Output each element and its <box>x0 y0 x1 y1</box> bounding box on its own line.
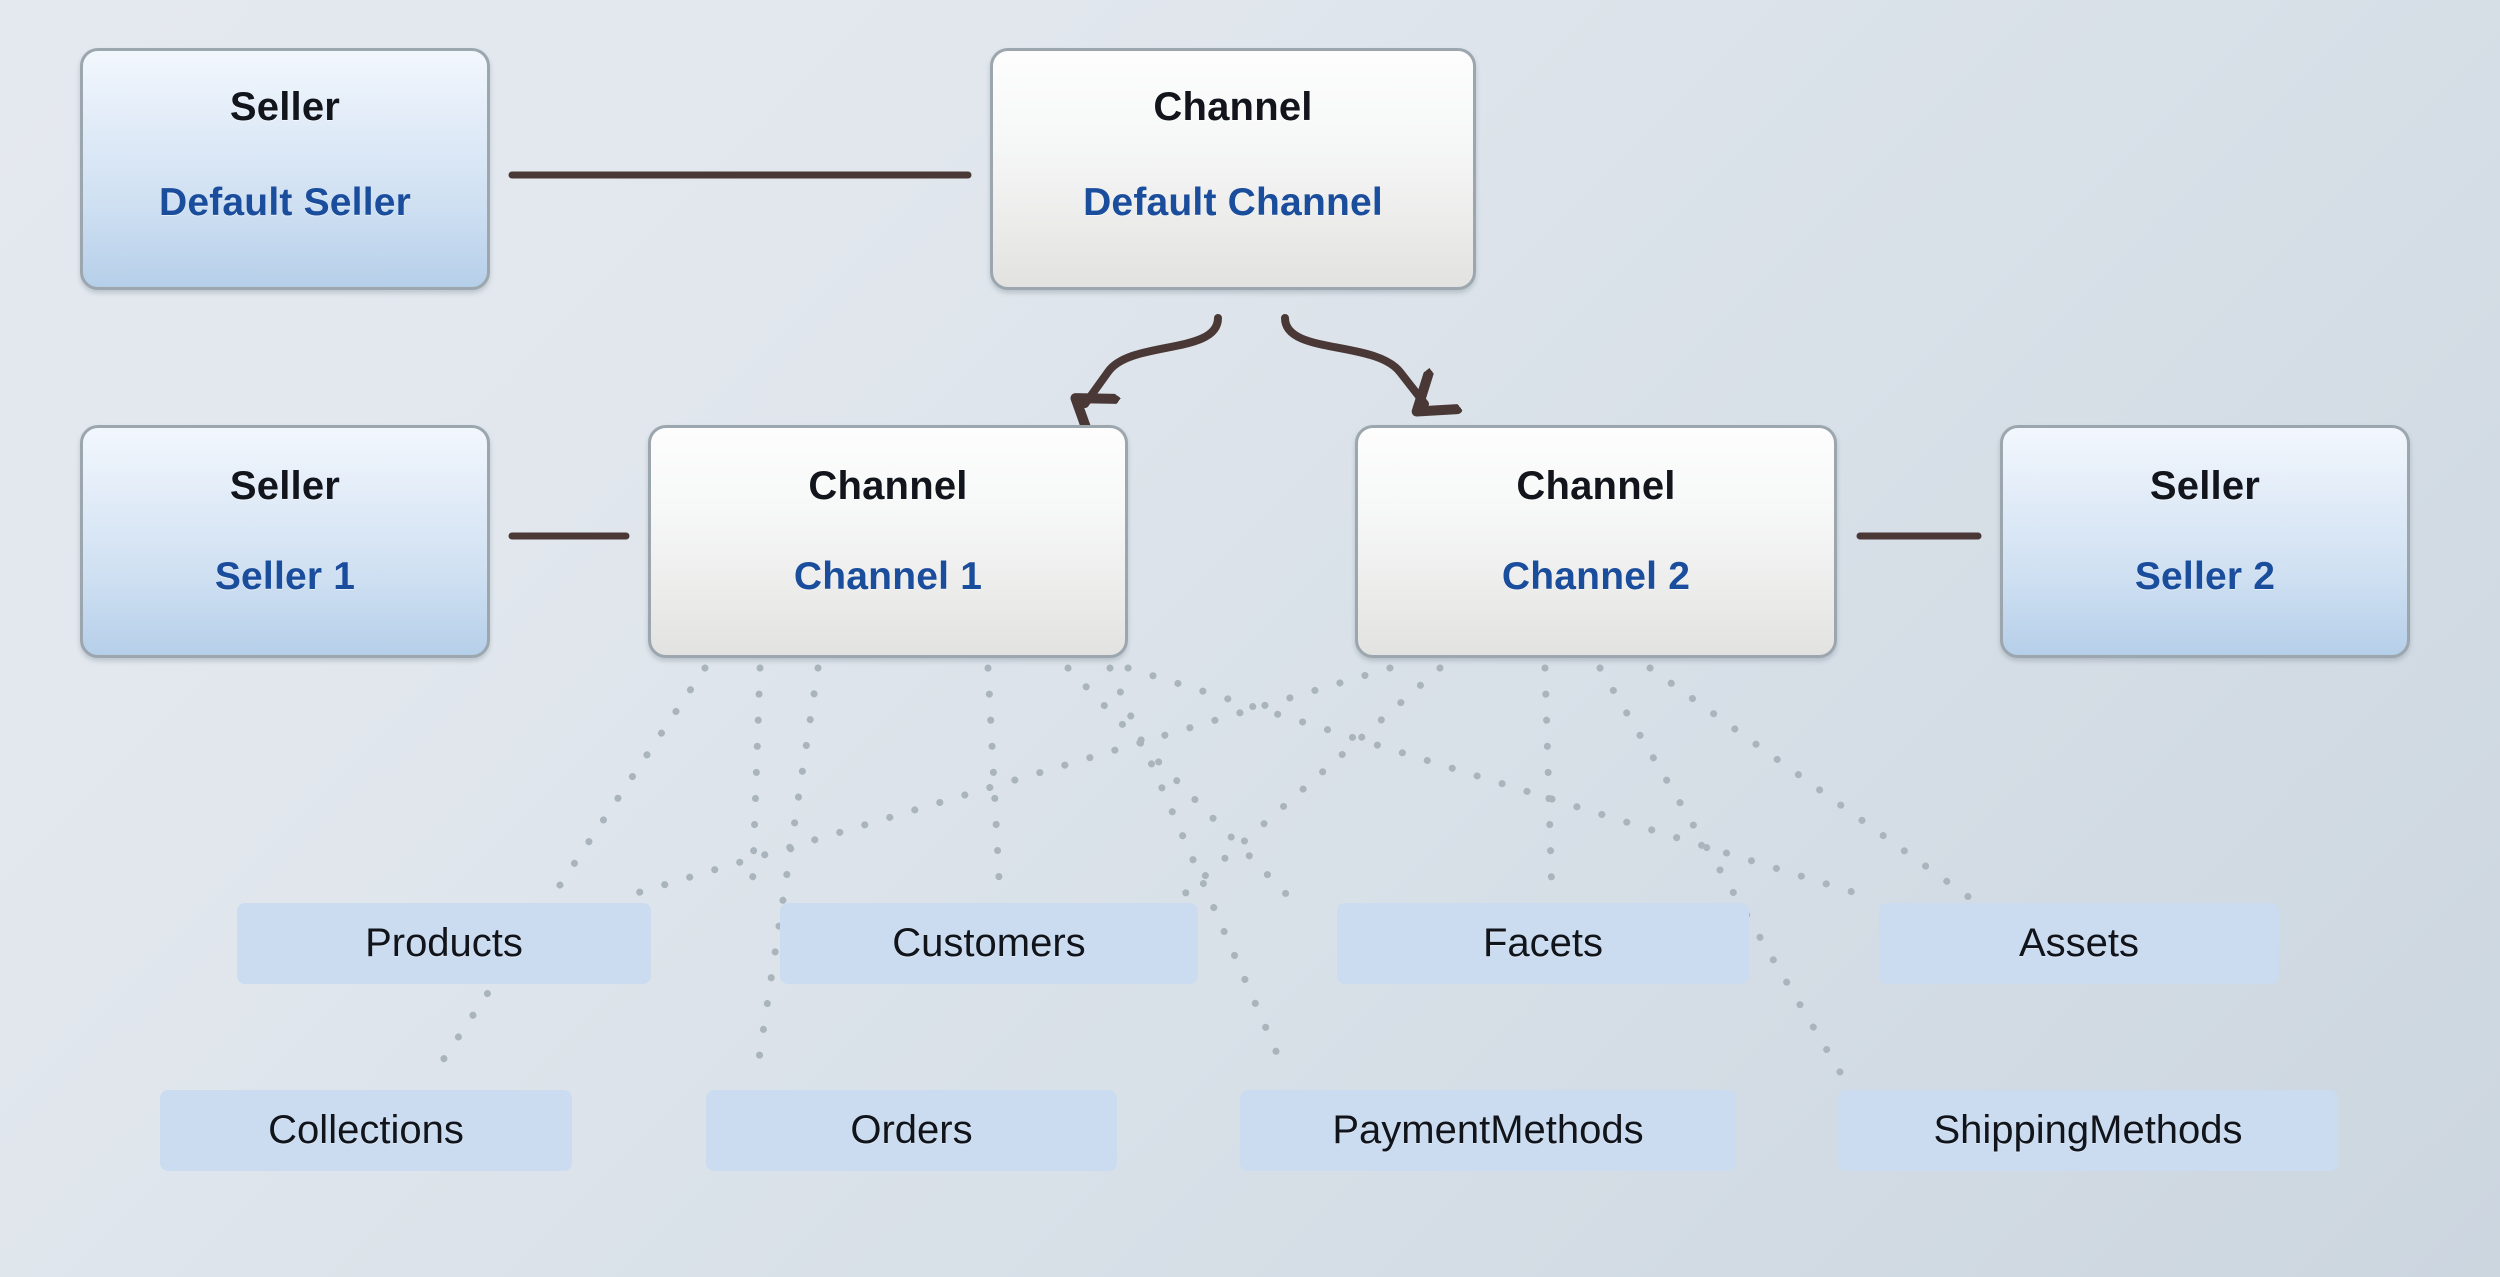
channel2-to-facets <box>1541 664 1556 902</box>
card-value: Default Channel <box>1083 181 1383 224</box>
arrow-link-group <box>1085 314 1425 404</box>
channel2-to-shipping <box>1596 664 1844 1076</box>
card-title: Channel <box>1516 464 1676 508</box>
channel2-to-assets <box>1646 664 1974 902</box>
channel1-to-collections <box>431 664 709 1076</box>
card-seller-1[interactable]: Seller Seller 1 <box>80 425 490 658</box>
default-channel-to-channel2 <box>1281 314 1425 404</box>
entity-chip-shippingmethods[interactable]: ShippingMethods <box>1838 1090 2338 1171</box>
card-value: Channel 2 <box>1501 555 1691 598</box>
card-title: Seller <box>229 85 341 129</box>
card-seller-default[interactable]: Seller Default Seller <box>80 48 490 290</box>
default-channel-to-channel1 <box>1085 314 1222 404</box>
card-title: Channel <box>1153 85 1313 129</box>
channel2-to-products <box>616 664 1394 902</box>
card-channel-1[interactable]: Channel Channel 1 <box>648 425 1128 658</box>
entity-chip-customers[interactable]: Customers <box>780 903 1198 984</box>
channel2-to-customers <box>1176 664 1444 902</box>
entity-chip-paymentmethods[interactable]: PaymentMethods <box>1240 1090 1736 1171</box>
card-seller-2[interactable]: Seller Seller 2 <box>2000 425 2410 658</box>
channel1-to-facets <box>1064 664 1294 902</box>
entity-chip-assets[interactable]: Assets <box>1879 903 2279 984</box>
card-value: Seller 1 <box>214 555 356 598</box>
channel1-to-customers <box>984 664 1004 902</box>
entity-chip-products[interactable]: Products <box>237 903 651 984</box>
dotted-link-group <box>431 664 1974 1076</box>
entity-chip-facets[interactable]: Facets <box>1337 903 1749 984</box>
channel1-to-orders <box>753 664 822 1076</box>
card-title: Seller <box>229 464 341 508</box>
channel1-to-products <box>748 664 764 902</box>
card-value: Seller 2 <box>2134 555 2276 598</box>
channel1-to-assets <box>1124 664 1876 902</box>
card-title: Seller <box>2149 464 2261 508</box>
card-title: Channel <box>808 464 968 508</box>
card-channel-2[interactable]: Channel Channel 2 <box>1355 425 1837 658</box>
entity-chip-orders[interactable]: Orders <box>706 1090 1117 1171</box>
card-channel-default[interactable]: Channel Default Channel <box>990 48 1476 290</box>
card-value: Default Seller <box>158 181 412 224</box>
channel1-to-payment <box>1106 664 1289 1076</box>
entity-chip-collections[interactable]: Collections <box>160 1090 572 1171</box>
card-value: Channel 1 <box>793 555 983 598</box>
